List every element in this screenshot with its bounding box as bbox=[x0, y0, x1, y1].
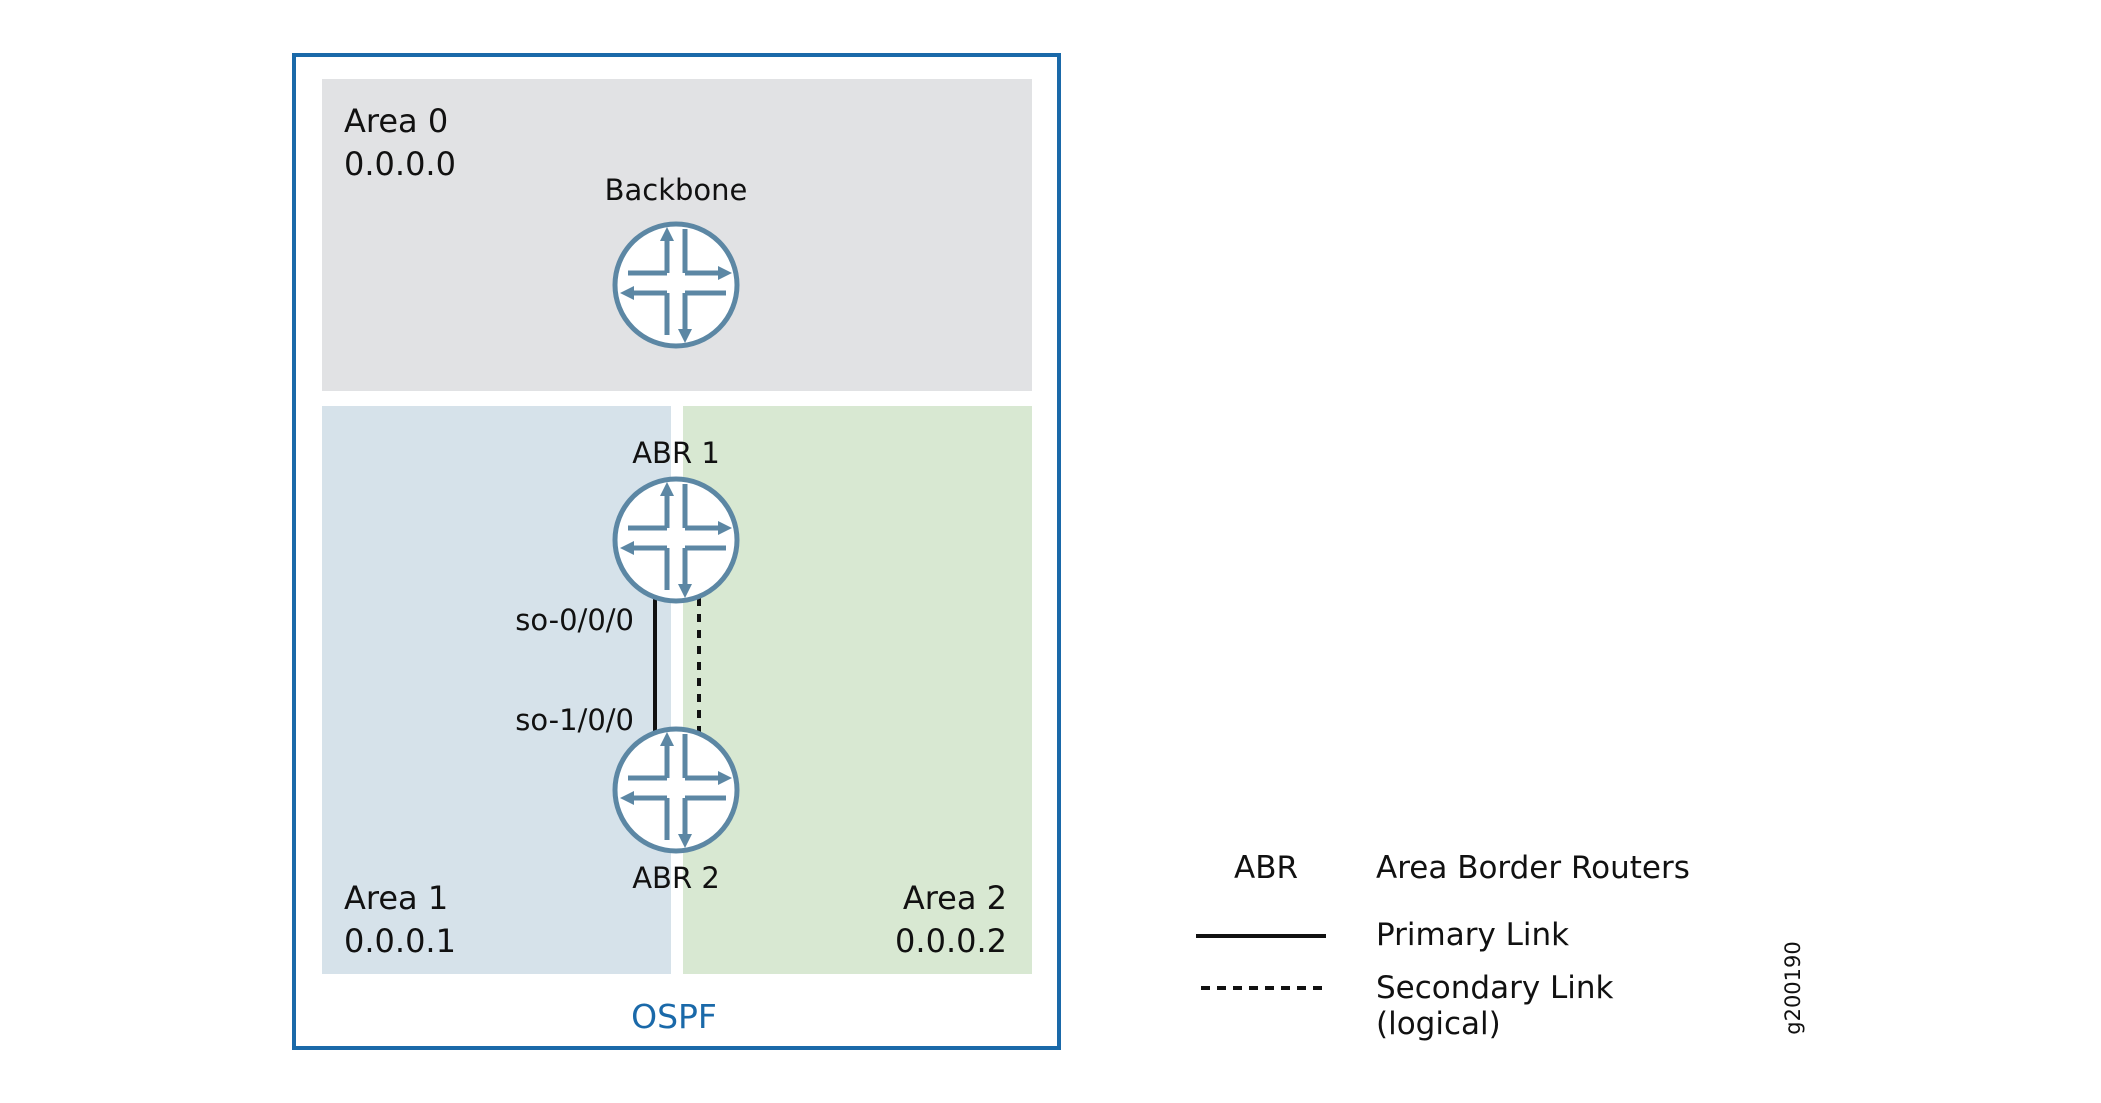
area-1-address: 0.0.0.1 bbox=[344, 922, 456, 960]
ospf-label: OSPF bbox=[631, 997, 717, 1036]
figure-id: g200190 bbox=[1781, 941, 1805, 1035]
legend-abbr-meaning: Area Border Routers bbox=[1376, 850, 1690, 886]
area-2-name: Area 2 bbox=[903, 879, 1007, 917]
area-1-name: Area 1 bbox=[344, 879, 448, 917]
legend: ABR Area Border Routers Primary Link Sec… bbox=[1196, 850, 1690, 1042]
abr2-router-icon bbox=[615, 729, 737, 851]
abr2-router-label: ABR 2 bbox=[632, 861, 720, 895]
backbone-router-label: Backbone bbox=[605, 173, 748, 207]
legend-secondary-label-note: (logical) bbox=[1376, 1006, 1501, 1042]
area-0-name: Area 0 bbox=[344, 102, 448, 140]
legend-secondary-label: Secondary Link bbox=[1376, 970, 1614, 1006]
abr1-interface-label: so-0/0/0 bbox=[515, 603, 634, 637]
abr1-router-icon bbox=[615, 479, 737, 601]
area-2-region bbox=[683, 406, 1032, 974]
area-1-region bbox=[322, 406, 671, 974]
area-2-address: 0.0.0.2 bbox=[895, 922, 1007, 960]
backbone-router-icon bbox=[615, 224, 737, 346]
area-0-address: 0.0.0.0 bbox=[344, 145, 456, 183]
abr1-router-label: ABR 1 bbox=[632, 436, 720, 470]
legend-primary-label: Primary Link bbox=[1376, 917, 1569, 953]
abr2-interface-label: so-1/0/0 bbox=[515, 703, 634, 737]
legend-abbr-term: ABR bbox=[1234, 850, 1298, 886]
